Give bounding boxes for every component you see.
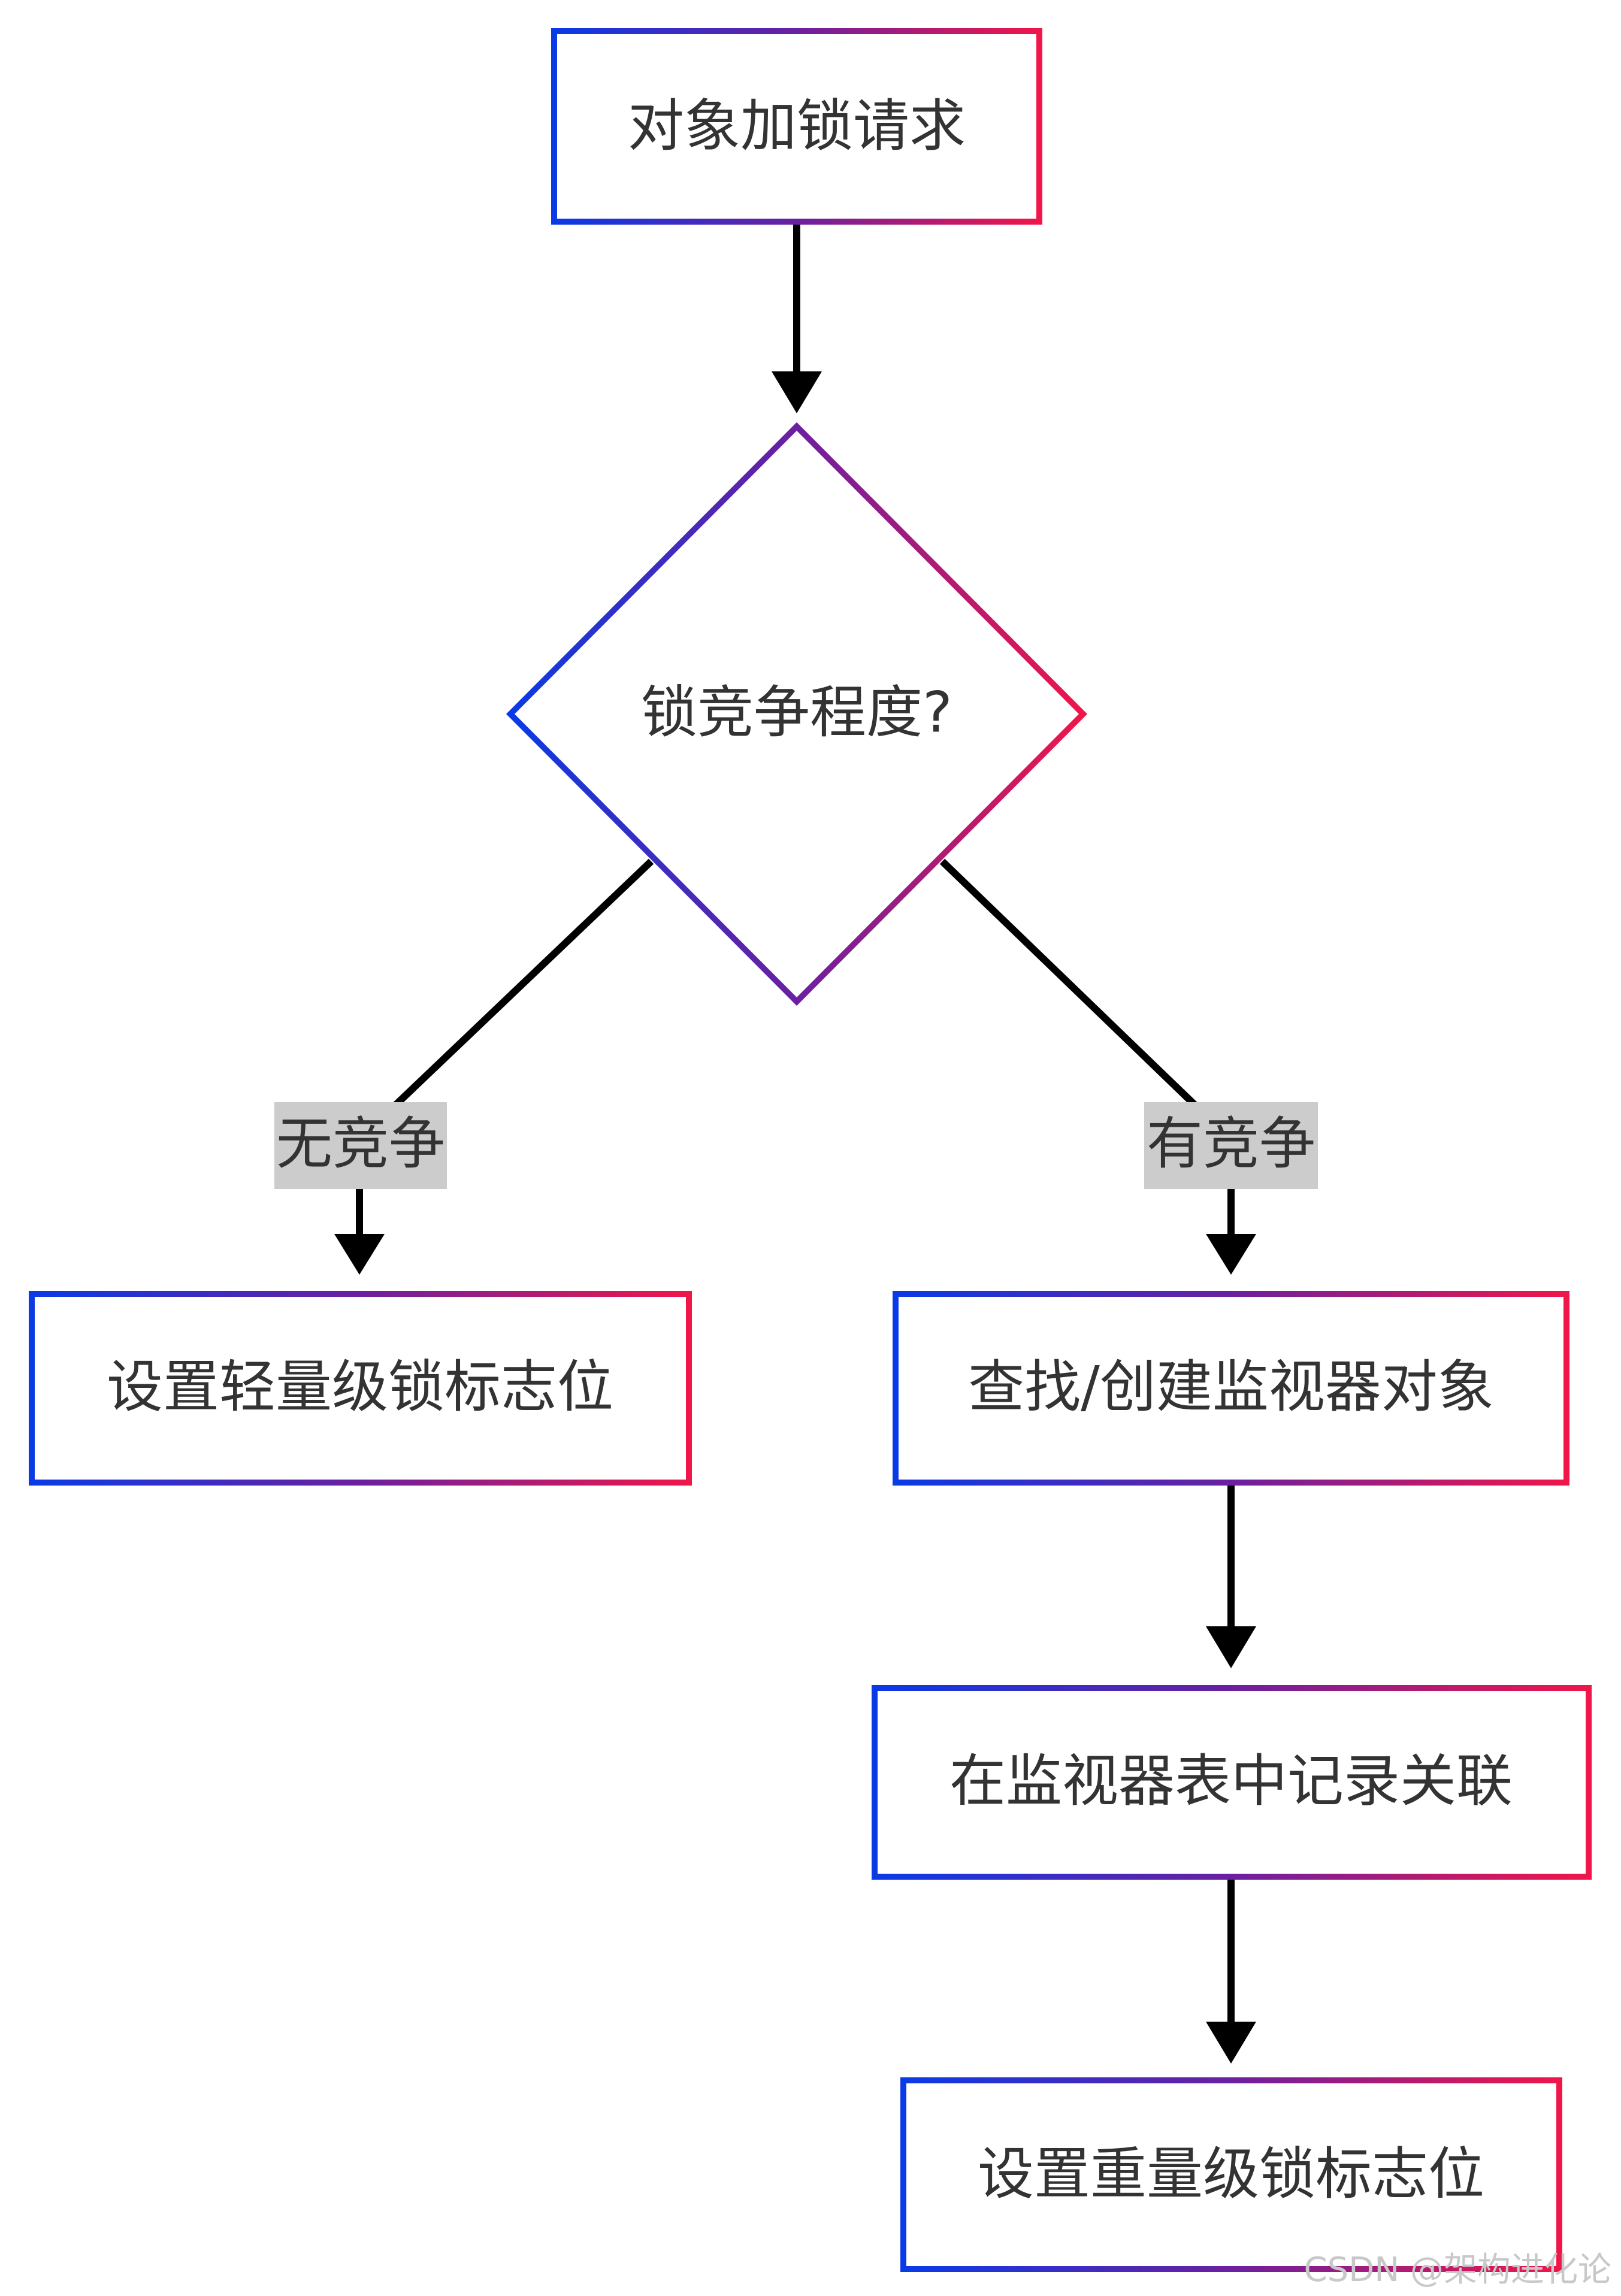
node-lightweight: 设置轻量级锁标志位 (29, 1291, 692, 1486)
node-find-monitor-box (893, 1291, 1569, 1486)
edge-label-no-contention-bg (274, 1102, 447, 1189)
node-decision-label: 锁竞争程度? (641, 680, 952, 746)
node-request-box (551, 28, 1042, 225)
node-lightweight-label: 设置轻量级锁标志位 (107, 1355, 613, 1420)
edges (334, 222, 1256, 2064)
arrowhead-heavyweight (1206, 2022, 1256, 2064)
node-record-label: 在监视器表中记录关联 (949, 1749, 1513, 1814)
edge-label-contention-text: 有竞争 (1147, 1112, 1315, 1177)
edge-decision-to-find-monitor (939, 858, 1198, 1108)
node-record: 在监视器表中记录关联 (872, 1685, 1592, 1880)
arrowhead-find-monitor (1206, 1234, 1256, 1275)
edge-label-no-contention-text: 无竞争 (276, 1112, 445, 1177)
node-request: 对象加锁请求 (551, 28, 1042, 225)
arrowhead-lightweight (334, 1234, 385, 1275)
node-find-monitor-label: 查找/创建监视器对象 (968, 1355, 1494, 1420)
node-lightweight-box (29, 1291, 692, 1486)
node-find-monitor: 查找/创建监视器对象 (893, 1291, 1569, 1486)
edge-decision-to-lightweight (392, 858, 654, 1108)
node-decision-diamond (506, 422, 1088, 1006)
arrowhead-decision (772, 371, 822, 413)
watermark: CSDN @架构进化论 (1304, 2250, 1611, 2289)
edge-label-contention-bg (1144, 1102, 1318, 1189)
node-request-label: 对象加锁请求 (628, 94, 966, 159)
arrowhead-record (1206, 1626, 1256, 1668)
node-heavyweight-label: 设置重量级锁标志位 (978, 2142, 1484, 2207)
edge-label-contention: 有竞争 (1144, 1102, 1318, 1189)
node-decision: 锁竞争程度? (506, 422, 1088, 1006)
node-heavyweight-box (900, 2077, 1562, 2272)
node-heavyweight: 设置重量级锁标志位 (900, 2077, 1562, 2272)
node-record-box (872, 1685, 1592, 1880)
edge-label-no-contention: 无竞争 (274, 1102, 447, 1189)
